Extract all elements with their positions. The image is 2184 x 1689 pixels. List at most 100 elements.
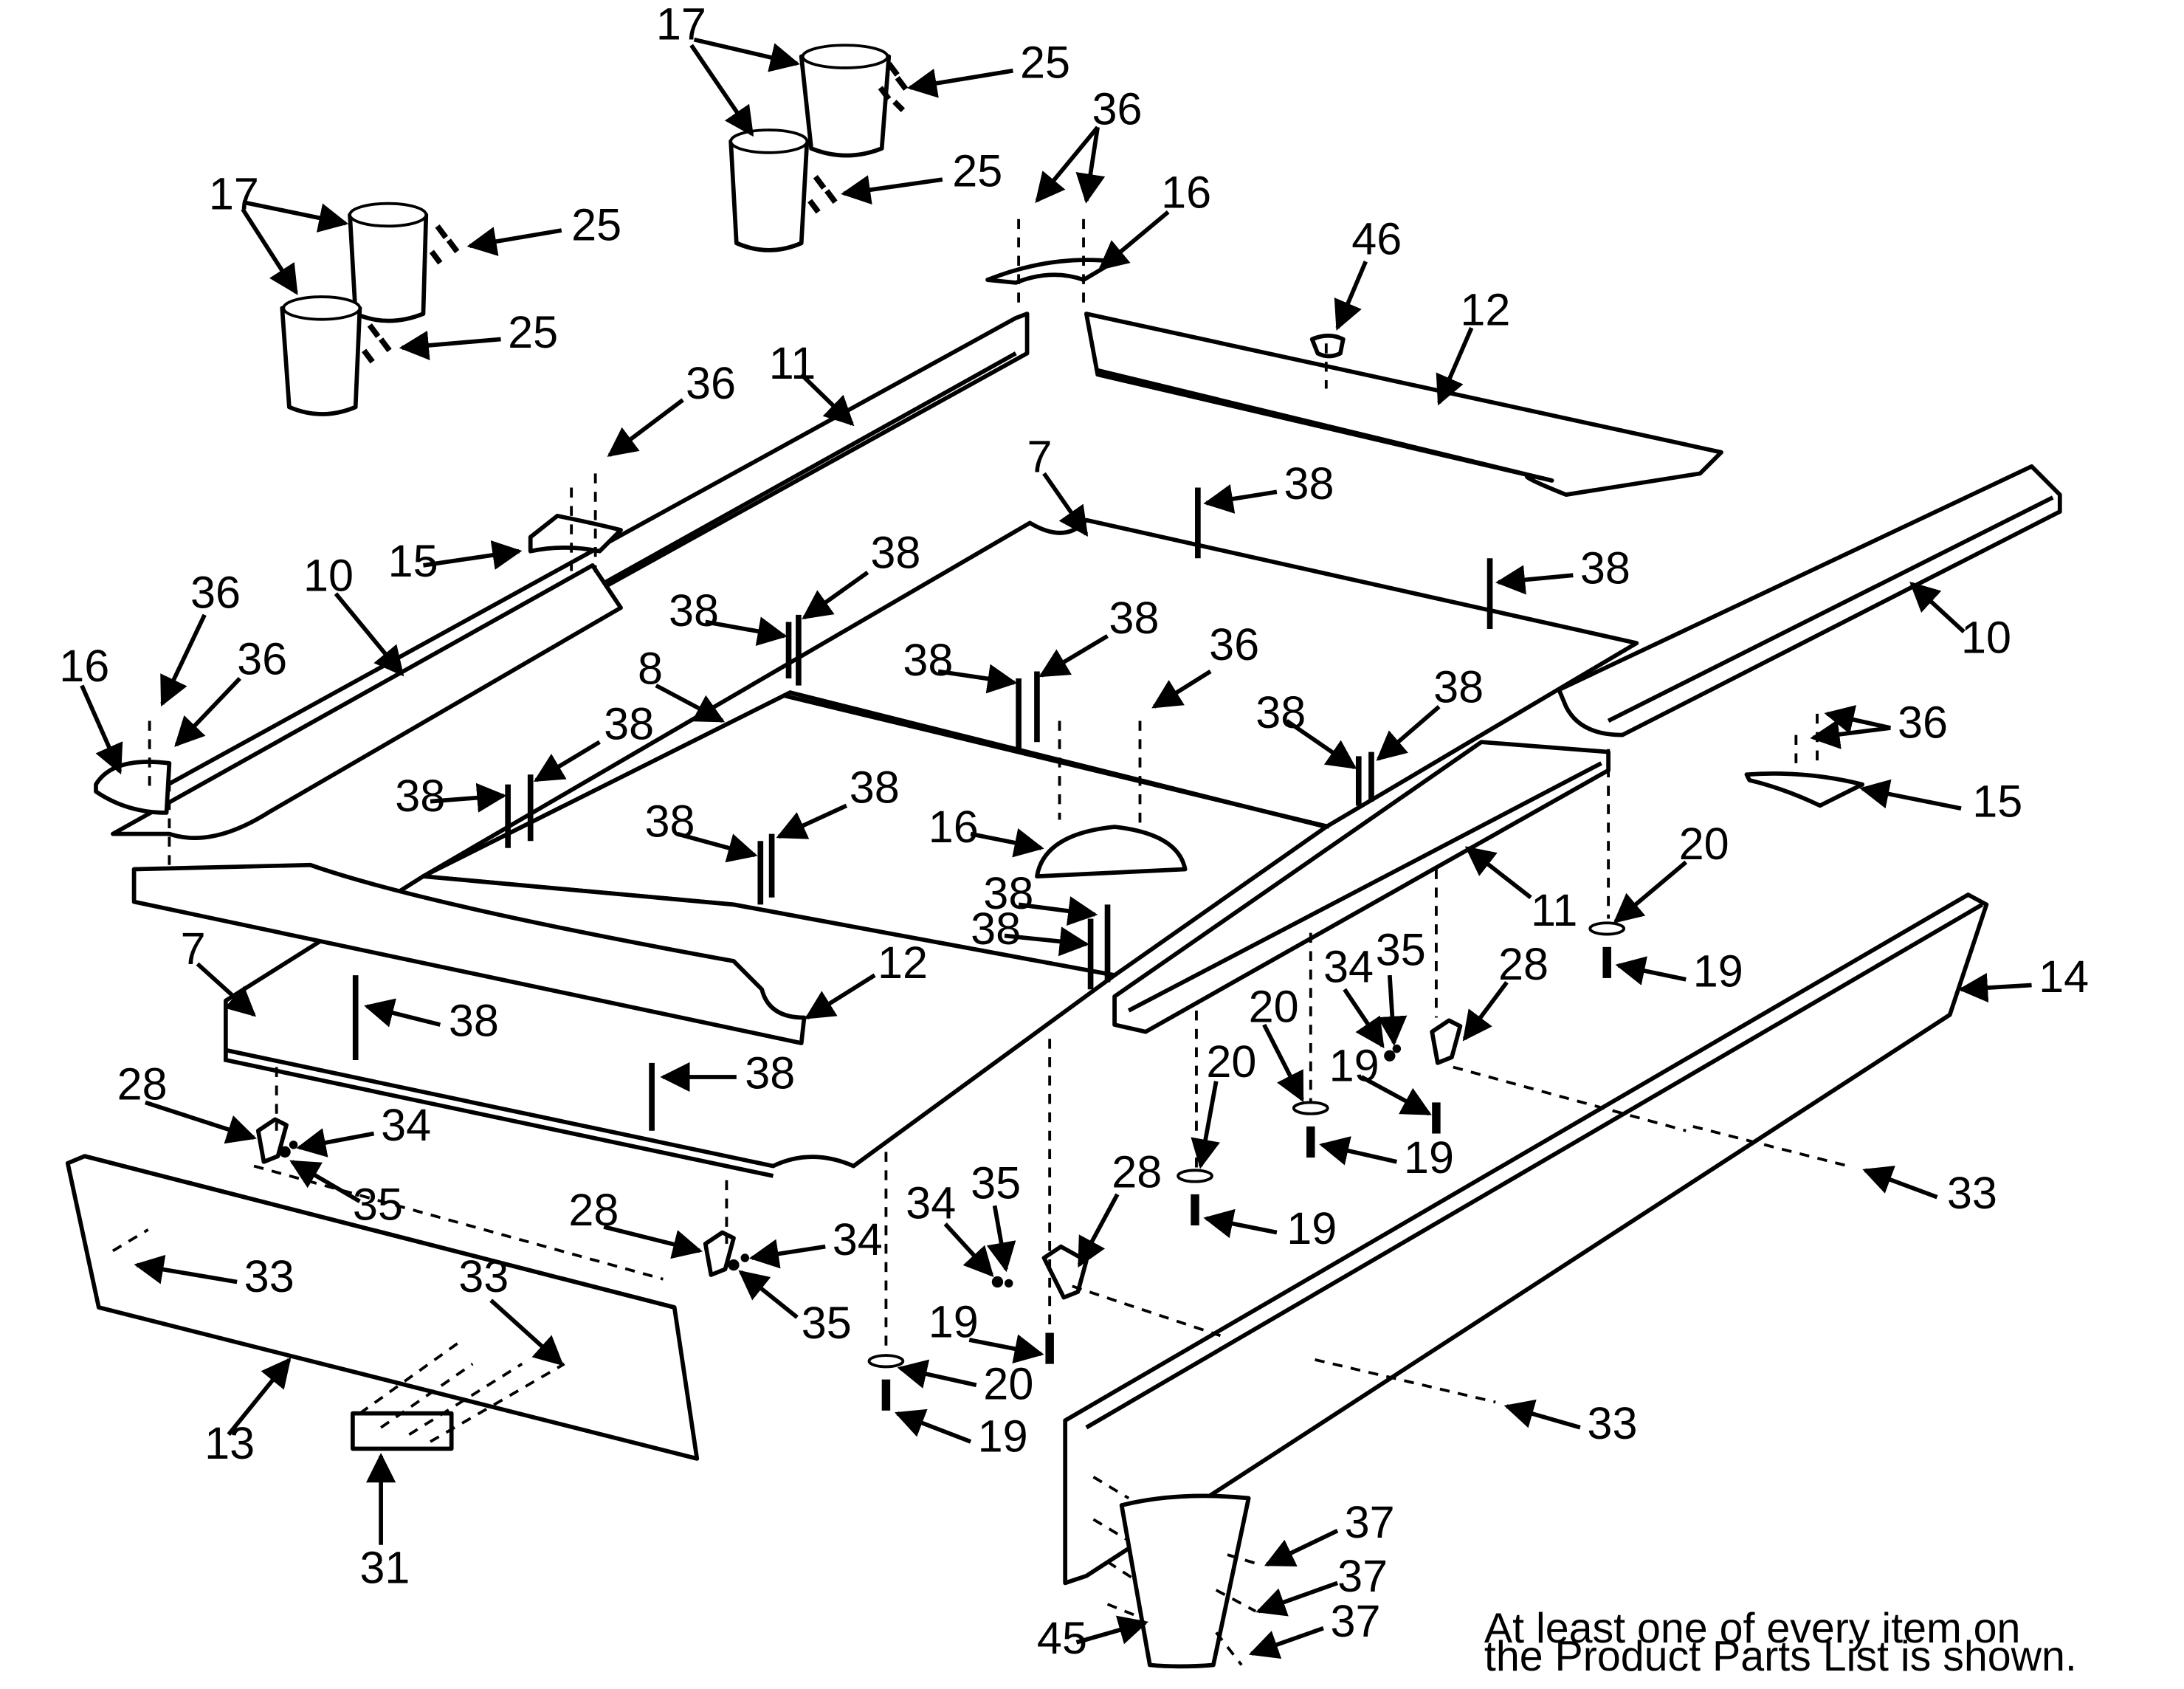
apron-14-long bbox=[1063, 892, 1989, 1586]
callout-38: 38 bbox=[1433, 662, 1484, 712]
callout-38: 38 bbox=[971, 904, 1021, 954]
callout-25: 25 bbox=[508, 307, 558, 357]
callout-36: 36 bbox=[237, 633, 287, 684]
callout-7: 7 bbox=[1027, 431, 1053, 481]
bolts-19 bbox=[881, 946, 1611, 1411]
callout-16: 16 bbox=[1161, 167, 1211, 217]
callout-38: 38 bbox=[449, 995, 499, 1045]
corner-cap-16-center bbox=[1035, 825, 1188, 878]
parts-note: At least one of every item on the Produc… bbox=[1484, 1605, 2077, 1680]
callout-19: 19 bbox=[1329, 1041, 1379, 1091]
callout-19: 19 bbox=[1404, 1132, 1454, 1183]
corner-leg-plate-45 bbox=[1119, 1493, 1251, 1669]
callout-11: 11 bbox=[769, 338, 816, 388]
pocket-cup-17-a bbox=[799, 44, 892, 158]
callout-12: 12 bbox=[878, 938, 928, 988]
callout-37: 37 bbox=[1331, 1596, 1381, 1646]
callout-38: 38 bbox=[850, 762, 900, 812]
callout-38: 38 bbox=[645, 796, 695, 846]
rail-10-right bbox=[1557, 464, 2062, 737]
callout-19: 19 bbox=[1286, 1203, 1337, 1253]
callout-46: 46 bbox=[1351, 214, 1402, 264]
callout-20: 20 bbox=[1679, 819, 1729, 869]
callout-20: 20 bbox=[1206, 1036, 1256, 1087]
callout-19: 19 bbox=[929, 1296, 979, 1346]
callout-37: 37 bbox=[1337, 1551, 1388, 1601]
callout-16: 16 bbox=[929, 802, 979, 852]
note-line-1: At least one of every item on bbox=[1484, 1605, 2021, 1652]
side-cap-15-left bbox=[528, 513, 623, 554]
callout-34: 34 bbox=[381, 1100, 431, 1150]
callout-20: 20 bbox=[1249, 981, 1299, 1031]
callout-19: 19 bbox=[1693, 946, 1743, 996]
callout-28: 28 bbox=[568, 1185, 619, 1235]
callout-13: 13 bbox=[204, 1418, 255, 1468]
callout-14: 14 bbox=[2039, 952, 2089, 1002]
callout-38: 38 bbox=[604, 698, 654, 749]
callout-36: 36 bbox=[190, 567, 241, 617]
logo-plate-31 bbox=[351, 1411, 454, 1451]
callout-16: 16 bbox=[59, 641, 109, 691]
callout-11: 11 bbox=[1531, 885, 1577, 935]
callout-45: 45 bbox=[1037, 1613, 1087, 1663]
callout-38: 38 bbox=[1255, 687, 1306, 737]
callout-33: 33 bbox=[458, 1251, 509, 1301]
callout-19: 19 bbox=[978, 1411, 1028, 1461]
callout-33: 33 bbox=[1587, 1398, 1637, 1448]
note-line-2: the Product Parts List is shown. bbox=[1484, 1633, 2077, 1680]
callout-36: 36 bbox=[686, 358, 736, 408]
callout-35: 35 bbox=[802, 1298, 852, 1348]
rail-12-top bbox=[1084, 312, 1723, 497]
callout-10: 10 bbox=[1961, 613, 2011, 663]
callout-34: 34 bbox=[906, 1177, 956, 1228]
callout-38: 38 bbox=[870, 528, 920, 578]
callout-28: 28 bbox=[117, 1059, 168, 1110]
callout-25: 25 bbox=[1020, 37, 1070, 87]
callout-15: 15 bbox=[388, 536, 438, 586]
callout-labels: 17 17 25 25 25 25 36 36 36 36 36 36 16 1… bbox=[59, 0, 2089, 1663]
callout-12: 12 bbox=[1460, 284, 1510, 334]
callout-35: 35 bbox=[971, 1158, 1021, 1208]
callout-33: 33 bbox=[244, 1251, 294, 1301]
callout-10: 10 bbox=[303, 550, 354, 600]
side-cap-15-right bbox=[1744, 771, 1865, 808]
callout-17: 17 bbox=[209, 168, 259, 219]
corner-cap-16-top bbox=[985, 258, 1117, 285]
callout-8: 8 bbox=[638, 644, 663, 694]
callout-38: 38 bbox=[903, 635, 953, 685]
nuts-34-35 bbox=[279, 1044, 1402, 1288]
callout-33: 33 bbox=[1947, 1168, 1997, 1218]
callout-7: 7 bbox=[181, 923, 206, 974]
callout-34: 34 bbox=[833, 1214, 883, 1265]
callout-28: 28 bbox=[1498, 939, 1549, 989]
callout-15: 15 bbox=[1972, 777, 2022, 827]
callout-20: 20 bbox=[983, 1358, 1033, 1408]
callout-38: 38 bbox=[983, 868, 1033, 918]
callout-31: 31 bbox=[359, 1542, 410, 1592]
callout-25: 25 bbox=[952, 146, 1002, 196]
corner-cap-16-left bbox=[94, 760, 172, 815]
callout-34: 34 bbox=[1323, 942, 1374, 992]
callout-38: 38 bbox=[745, 1048, 795, 1098]
apron-13-front bbox=[65, 1154, 700, 1461]
callout-38: 38 bbox=[1109, 593, 1159, 643]
callout-38: 38 bbox=[1580, 543, 1630, 594]
callout-37: 37 bbox=[1345, 1497, 1395, 1547]
screws-25 bbox=[362, 61, 909, 364]
callout-35: 35 bbox=[353, 1179, 403, 1229]
callout-38: 38 bbox=[1284, 458, 1334, 509]
callout-38: 38 bbox=[395, 771, 445, 821]
callout-25: 25 bbox=[571, 199, 621, 250]
pocket-cup-17-d bbox=[280, 295, 362, 416]
callout-35: 35 bbox=[1376, 925, 1426, 975]
callout-28: 28 bbox=[1112, 1146, 1162, 1197]
slate-screws-38 bbox=[352, 487, 1493, 1131]
callout-17: 17 bbox=[656, 0, 706, 49]
pocket-cup-17-b bbox=[728, 128, 810, 252]
rail-12-front bbox=[131, 862, 807, 1045]
callout-36: 36 bbox=[1092, 83, 1143, 134]
callout-36: 36 bbox=[1898, 697, 1948, 747]
callout-38: 38 bbox=[669, 585, 719, 636]
callout-36: 36 bbox=[1209, 619, 1259, 670]
